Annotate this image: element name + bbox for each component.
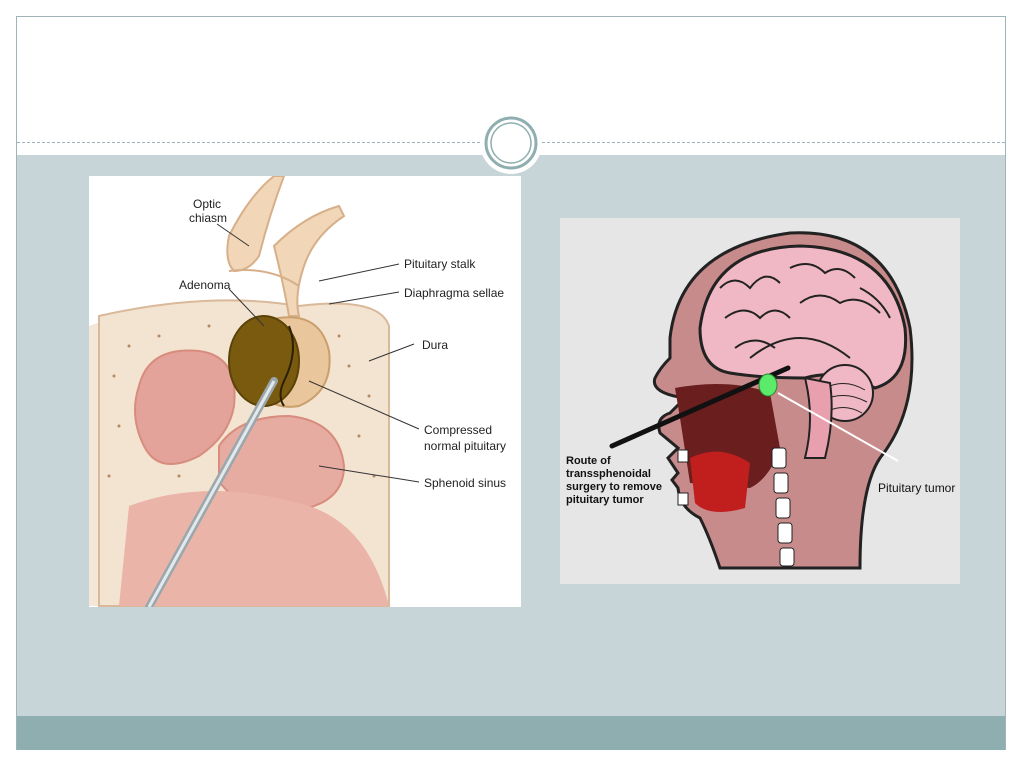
label-sphenoid-sinus: Sphenoid sinus: [424, 476, 506, 490]
label-surgery-to-remove: surgery to remove: [566, 481, 662, 493]
label-optic-chiasm: Optic: [193, 197, 221, 211]
label-normal-pituitary: normal pituitary: [424, 439, 506, 453]
label-route-of: Route of: [566, 455, 611, 467]
label-pituitary-tumor: Pituitary tumor: [878, 481, 955, 495]
label-optic-chiasm-2: chiasm: [189, 211, 227, 225]
label-pituitary-tumor-route: pituitary tumor: [566, 494, 644, 506]
label-diaphragma-sellae: Diaphragma sellae: [404, 286, 504, 300]
footer-band: [17, 716, 1005, 750]
label-compressed: Compressed: [424, 423, 492, 437]
label-dura: Dura: [422, 338, 448, 352]
label-pituitary-stalk: Pituitary stalk: [404, 257, 476, 271]
label-adenoma: Adenoma: [179, 278, 231, 292]
circle-ornament-icon: [480, 112, 542, 174]
label-transsphenoidal: transsphenoidal: [566, 468, 651, 480]
head-section-illustration: Route of transsphenoidal surgery to remo…: [566, 231, 955, 570]
adenoma-illustration: Optic chiasm Pituitary stalk Adenoma Dia…: [89, 175, 506, 611]
pituitary-adenoma-diagram: Optic chiasm Pituitary stalk Adenoma Dia…: [89, 175, 521, 611]
transsphenoidal-route-diagram: Route of transsphenoidal surgery to remo…: [560, 218, 960, 584]
